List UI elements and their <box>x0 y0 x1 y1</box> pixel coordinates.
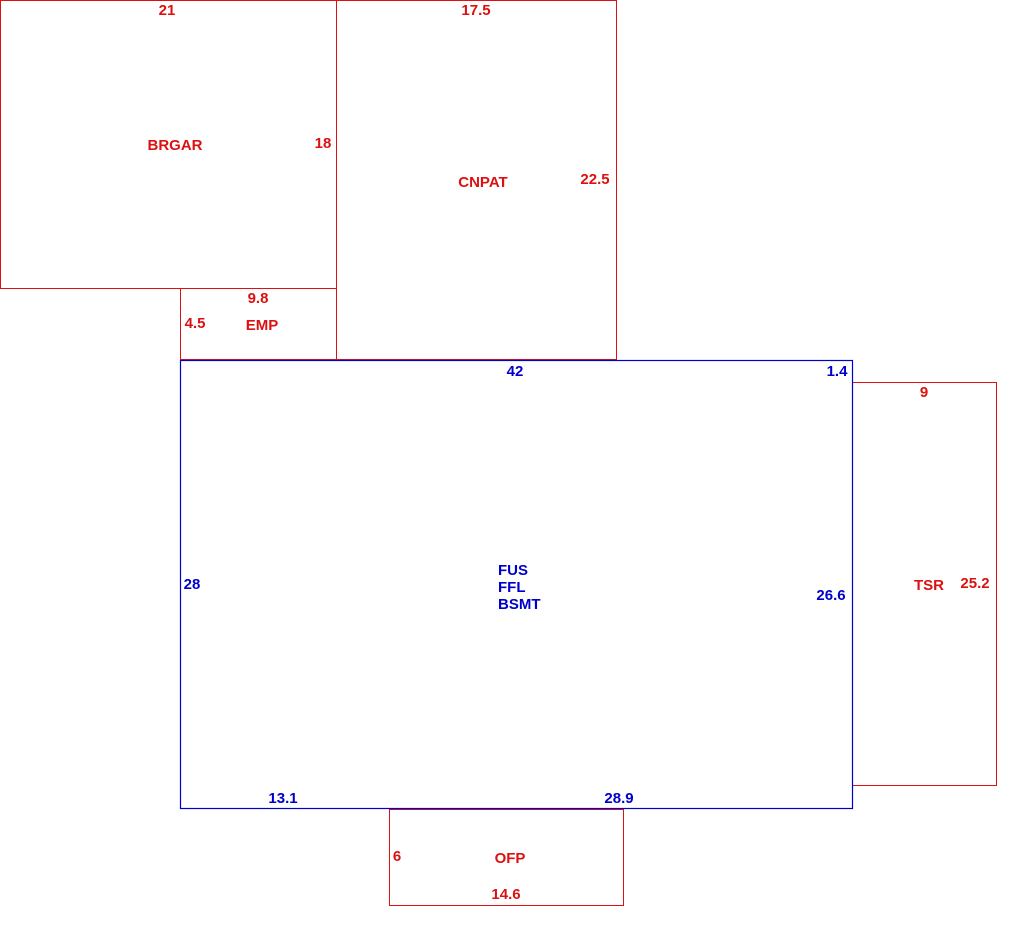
main-top-dimension: 42 <box>507 363 524 380</box>
brgar-area-label: BRGAR <box>148 137 203 154</box>
area-emp: 9.8 4.5 EMP <box>180 288 337 360</box>
brgar-right-dimension: 18 <box>315 135 332 152</box>
area-brgar: 21 18 BRGAR <box>0 0 337 289</box>
ofp-bottom-dimension: 14.6 <box>491 886 520 903</box>
emp-left-dimension: 4.5 <box>185 315 206 332</box>
area-tsr: 9 25.2 TSR <box>852 382 997 786</box>
main-area-label-line-3: BSMT <box>498 596 541 613</box>
emp-outline <box>180 288 337 360</box>
area-ofp: 6 OFP 14.6 <box>389 809 624 906</box>
brgar-top-dimension: 21 <box>159 2 176 19</box>
main-area-label-line-2: FFL <box>498 579 526 596</box>
area-cnpat: 17.5 22.5 CNPAT <box>336 0 617 360</box>
tsr-area-label: TSR <box>914 577 944 594</box>
cnpat-top-dimension: 17.5 <box>461 2 490 19</box>
cnpat-outline <box>336 0 617 360</box>
ofp-left-dimension: 6 <box>393 848 401 865</box>
cnpat-area-label: CNPAT <box>458 174 507 191</box>
main-left-dimension: 28 <box>184 576 201 593</box>
main-area-label-line-1: FUS <box>498 562 528 579</box>
tsr-top-dimension: 9 <box>920 384 928 401</box>
emp-top-dimension: 9.8 <box>248 290 269 307</box>
area-main: 42 1.4 28 26.6 13.1 28.9 FUS FFL BSMT <box>179 359 854 810</box>
main-right-dimension: 26.6 <box>816 587 845 604</box>
main-bottom-right-dimension: 28.9 <box>604 790 633 807</box>
cnpat-right-dimension: 22.5 <box>580 171 609 188</box>
tsr-right-dimension: 25.2 <box>960 575 989 592</box>
main-outline <box>179 359 854 810</box>
ofp-outline <box>389 809 624 906</box>
main-top-right-dimension: 1.4 <box>827 363 849 380</box>
main-bottom-left-dimension: 13.1 <box>268 790 297 807</box>
ofp-area-label: OFP <box>495 850 526 867</box>
emp-area-label: EMP <box>246 317 279 334</box>
